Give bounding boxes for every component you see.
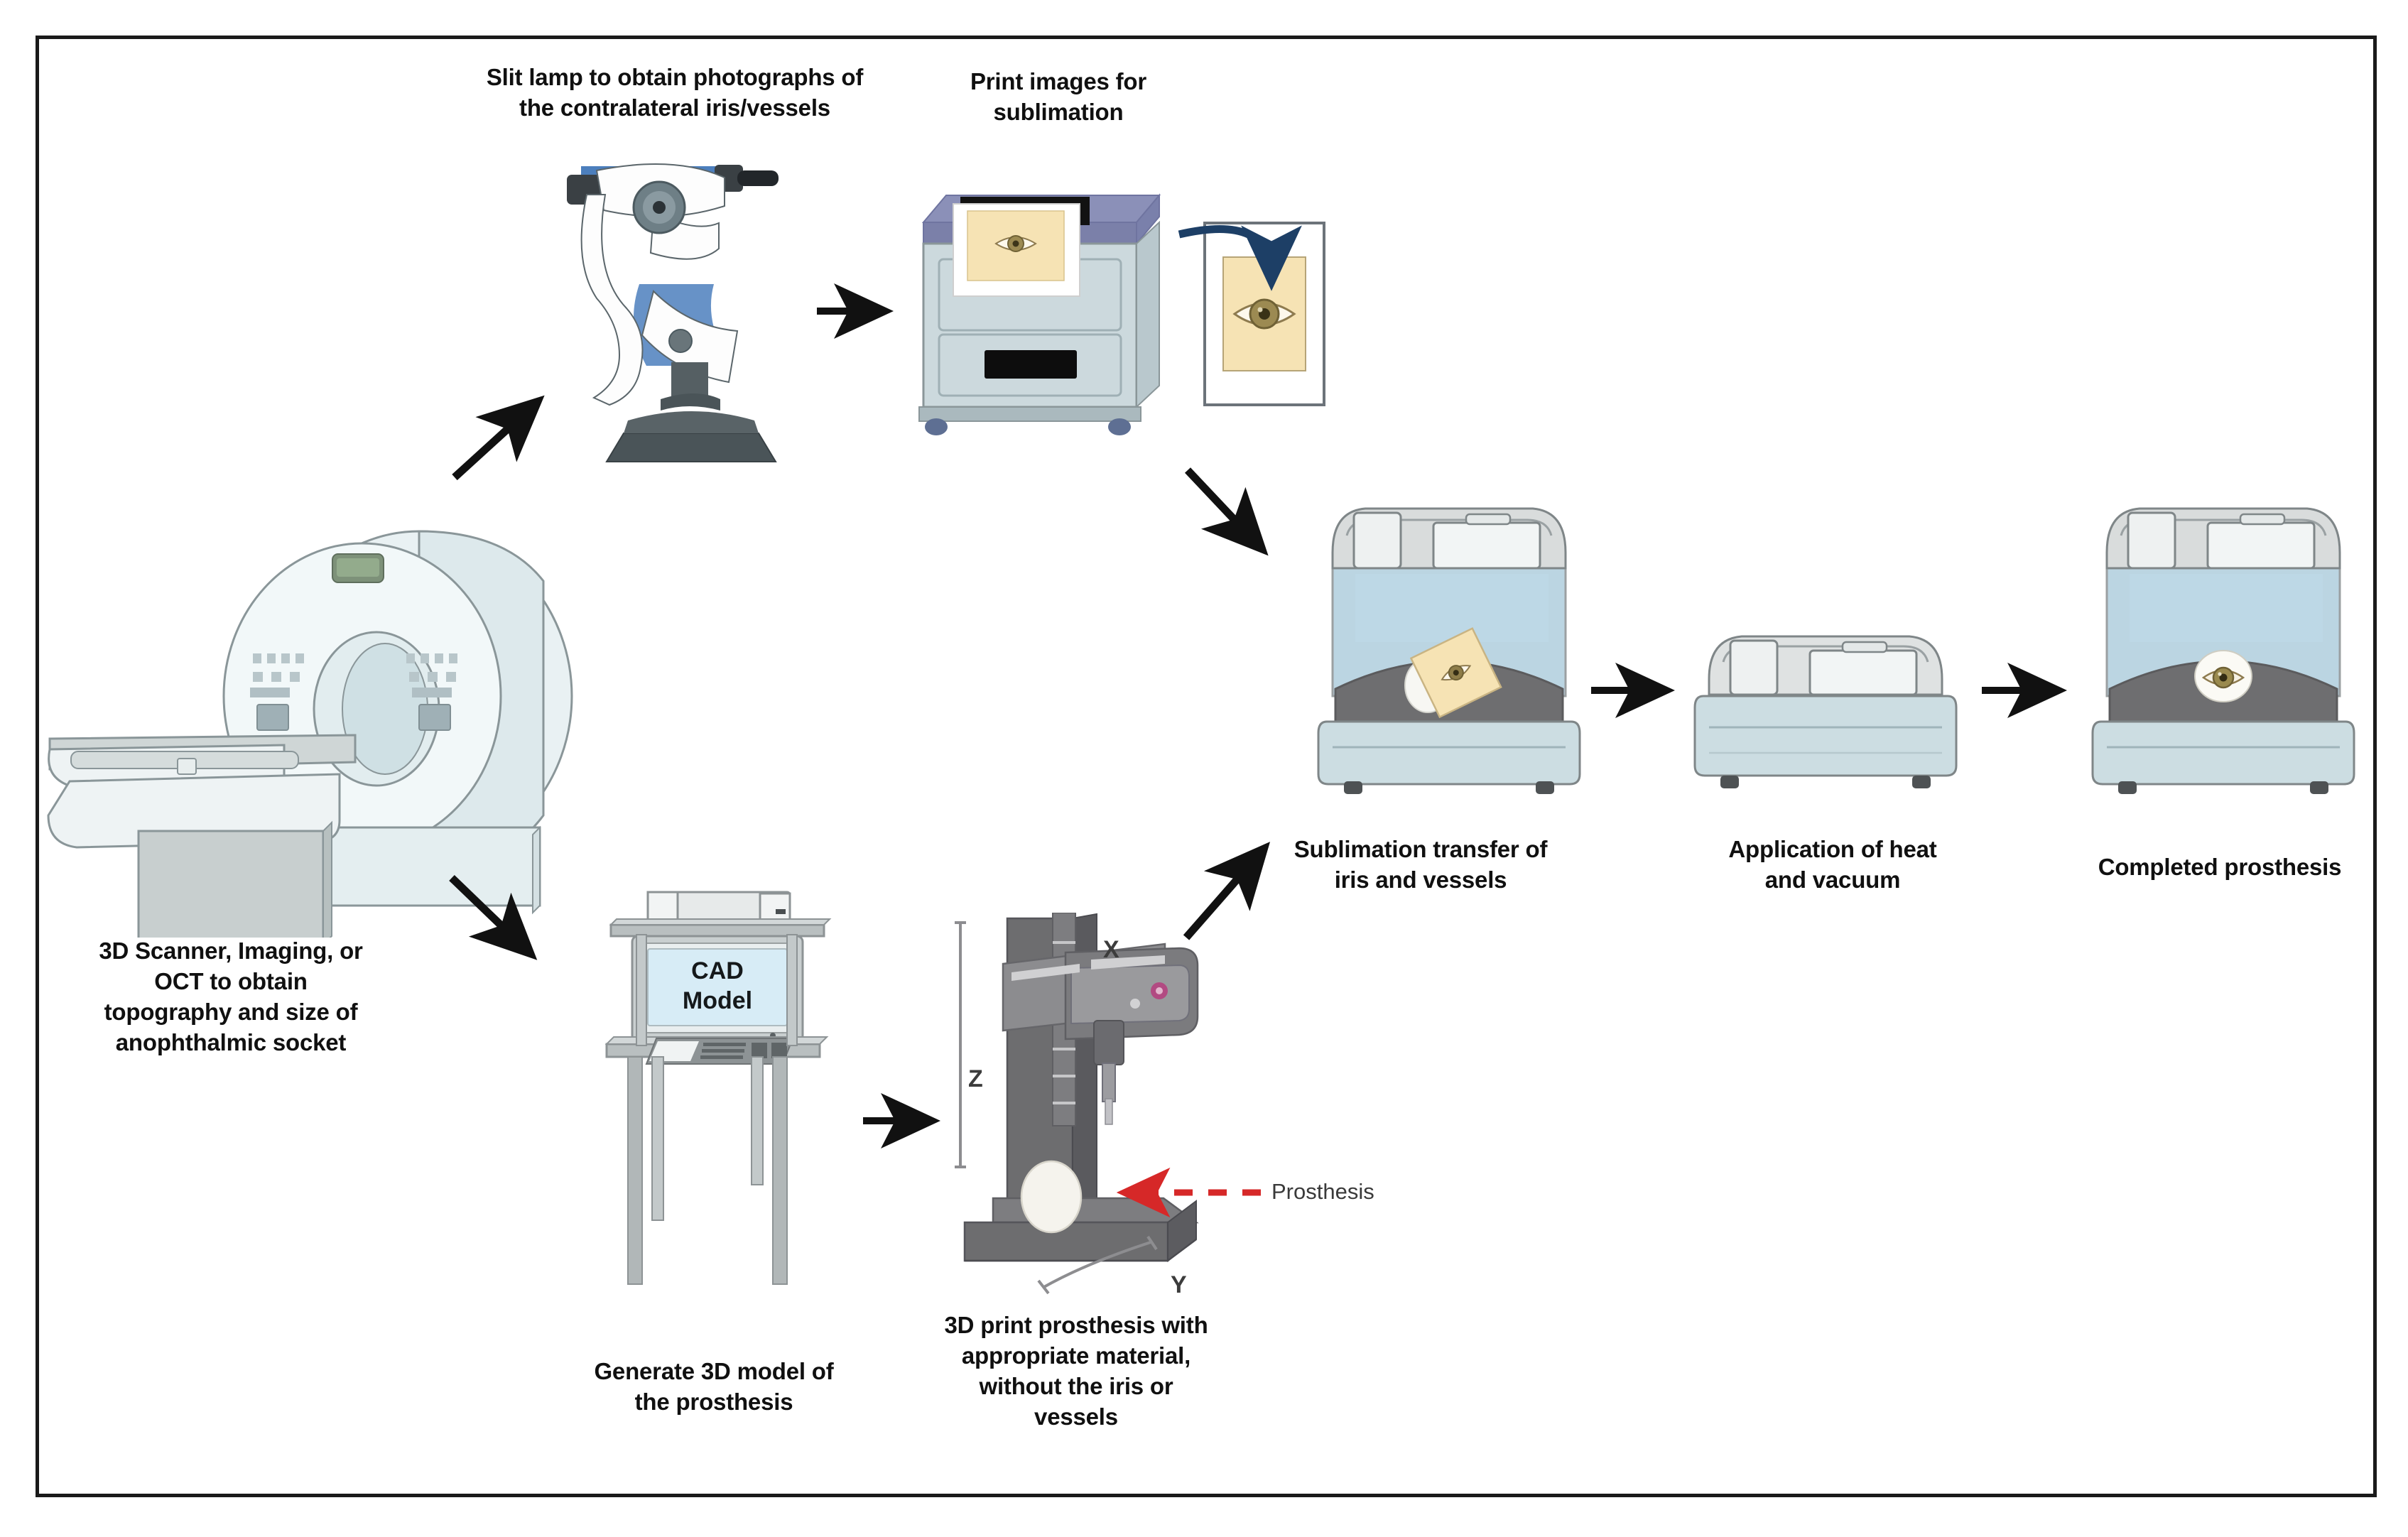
axis-z-label: Z (968, 1065, 983, 1092)
axis-x-label: X (1103, 936, 1119, 963)
axis-y-label: Y (1171, 1271, 1187, 1298)
cad-workstation-icon: CAD Model (597, 888, 895, 1293)
completed-prosthesis-chamber-icon (2088, 483, 2358, 810)
prosthesis-callout-label: Prosthesis (1271, 1179, 1374, 1204)
printer-icon (902, 181, 1186, 465)
printed-iris-sheet-icon (1200, 219, 1328, 411)
cad-model-line1-text: CAD (691, 957, 744, 984)
3d-printer-icon (952, 912, 1350, 1310)
sublimation-chamber-icon (1314, 483, 1584, 810)
label-completed-prosthesis: Completed prosthesis (2098, 854, 2342, 880)
mri-scanner-icon (43, 497, 582, 947)
slit-lamp-icon (554, 149, 838, 469)
cad-model-line2-text: Model (683, 987, 752, 1014)
heat-press-icon (1691, 611, 1960, 817)
